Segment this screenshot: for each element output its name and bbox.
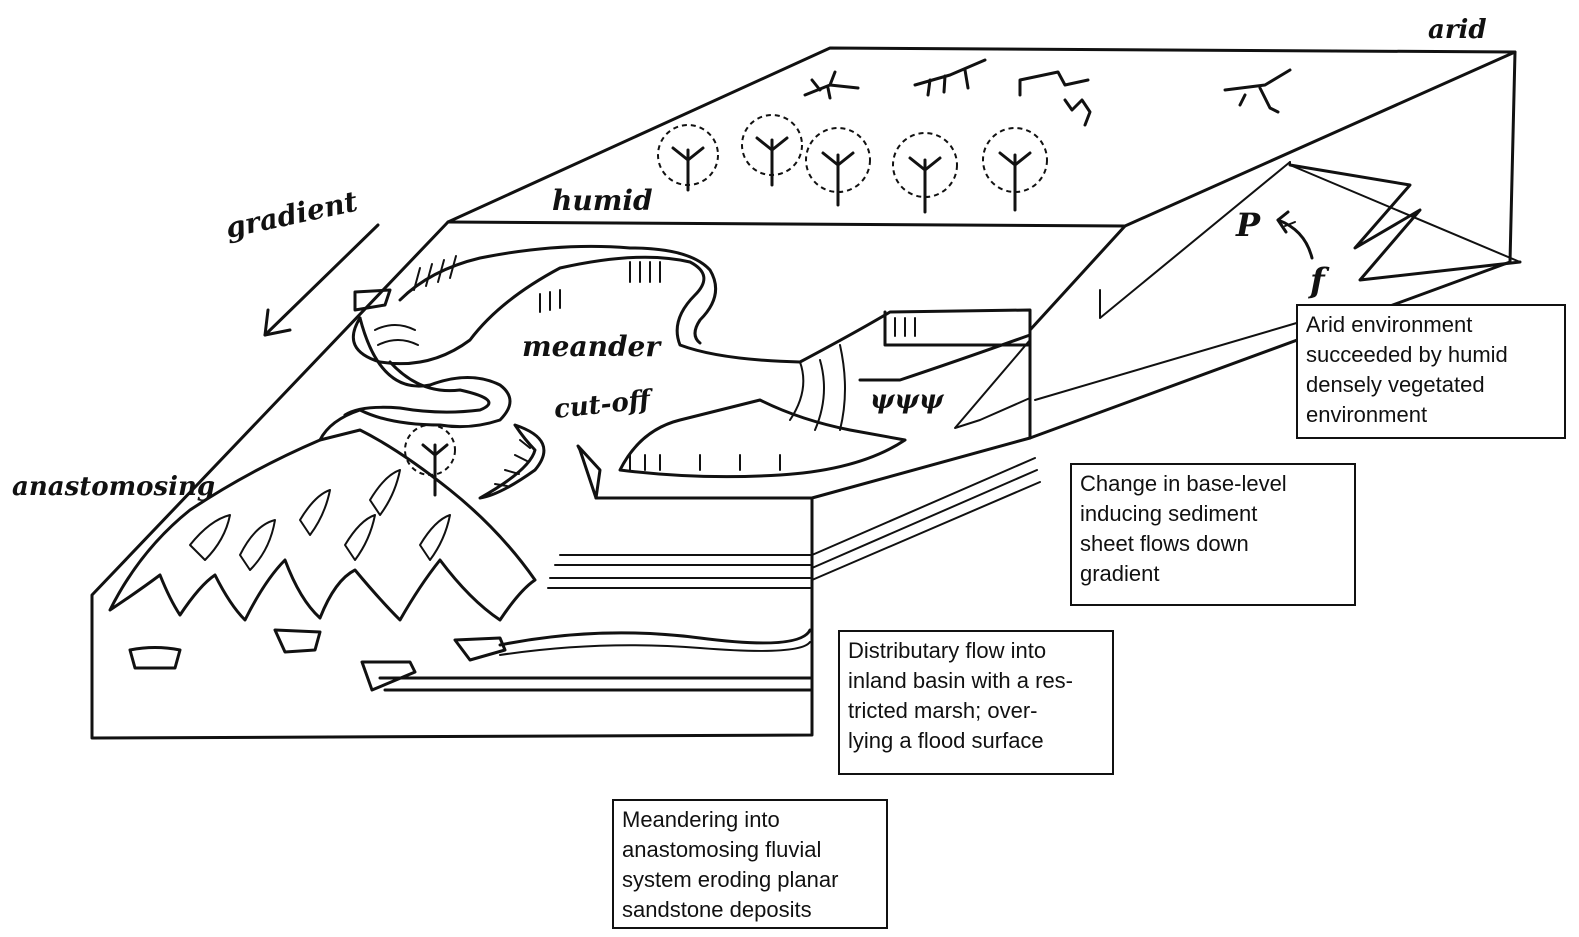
shrub-icon <box>1225 70 1290 112</box>
label-arid: arid <box>1428 15 1487 45</box>
tree-icon <box>983 128 1047 210</box>
label-f: f <box>1308 261 1330 301</box>
callout-base-level: Change in base-level inducing sediment s… <box>1070 463 1356 606</box>
distributary-marsh: ψψψ <box>620 310 1030 477</box>
arid-shrubs <box>805 60 1290 125</box>
shrub-icon <box>1020 72 1090 125</box>
label-anastomosing: anastomosing <box>12 472 215 502</box>
shrub-icon <box>805 72 858 98</box>
cut-off-oxbow <box>480 425 600 498</box>
shrub-icon <box>915 60 985 95</box>
label-gradient: gradient <box>223 185 361 245</box>
tree-icon <box>658 125 718 190</box>
anastomosing-fan <box>110 430 535 620</box>
label-p: P <box>1235 206 1261 244</box>
label-meander: meander <box>522 330 662 363</box>
label-cut-off: cut-off <box>553 385 656 425</box>
label-humid: humid <box>552 184 653 217</box>
marsh-plants-icon: ψψψ <box>870 385 945 415</box>
callout-meandering: Meandering into anastomosing fluvial sys… <box>612 799 888 929</box>
humid-trees <box>405 115 1047 495</box>
tree-icon <box>893 133 957 212</box>
curved-arrow-icon <box>1278 212 1312 258</box>
tree-icon <box>742 115 802 185</box>
tree-icon <box>806 128 870 205</box>
callout-arid-environment: Arid environment succeeded by humid dens… <box>1296 304 1566 439</box>
callout-distributary-flow: Distributary flow into inland basin with… <box>838 630 1114 775</box>
